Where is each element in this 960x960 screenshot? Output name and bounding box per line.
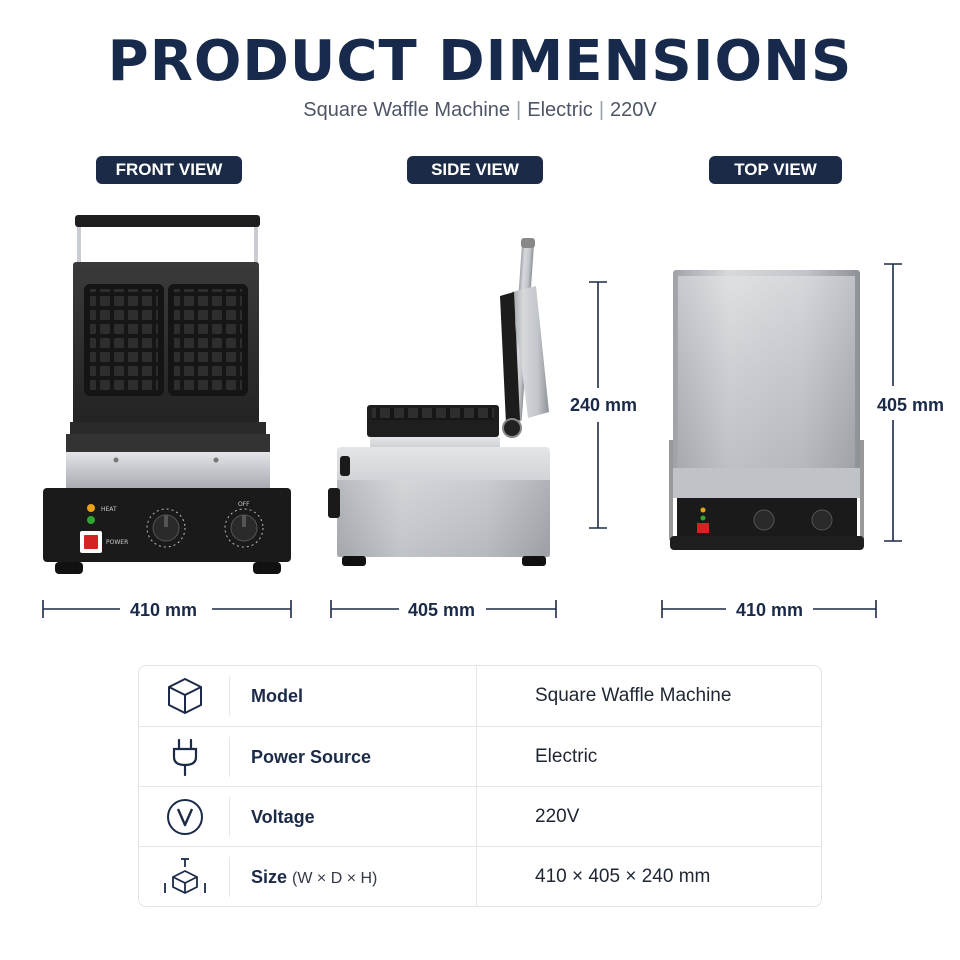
spec-label-text: Size (251, 867, 288, 887)
top-depth-label: 405 mm (877, 395, 945, 415)
spec-unit: (W × D × H) (292, 870, 378, 887)
size-box-icon (164, 858, 206, 894)
spec-row-model: Model Square Waffle Machine (139, 666, 821, 726)
spec-table: Model Square Waffle Machine Power Source… (138, 665, 822, 907)
side-depth-label: 405 mm (408, 600, 476, 620)
spec-label-text: Model (251, 686, 303, 706)
column-separator (476, 787, 477, 847)
spec-value: Electric (535, 746, 598, 767)
timer-off-label: OFF (238, 501, 250, 508)
row-divider (229, 857, 230, 897)
height-dimension-lines (589, 263, 902, 542)
row-divider (229, 737, 230, 777)
front-view-badge: FRONT VIEW (96, 156, 242, 184)
page-subtitle: Square Waffle Machine|Electric|220V (0, 96, 960, 124)
top-width-label: 410 mm (736, 600, 804, 620)
spec-value: Square Waffle Machine (535, 685, 732, 706)
spec-label: Power Source (251, 727, 371, 787)
spec-row-size: Size (W × D × H) 410 × 405 × 240 mm (139, 846, 821, 906)
heat-indicator-label: HEAT (101, 506, 117, 513)
front-view-machine: HEAT POWER OFF (43, 215, 291, 574)
row-divider (229, 676, 230, 716)
power-switch-label: POWER (106, 539, 128, 546)
product-illustrations: HEAT POWER OFF (42, 215, 902, 618)
page-title: PRODUCT DIMENSIONS (107, 29, 853, 94)
side-view-machine (328, 238, 550, 566)
spec-value: 220V (535, 806, 580, 827)
subtitle-voltage: 220V (610, 99, 657, 121)
spec-label-text: Power Source (251, 747, 372, 767)
top-view-machine (669, 270, 864, 550)
row-divider (229, 797, 230, 837)
front-width-label: 410 mm (130, 600, 198, 620)
subtitle-power: Electric (527, 99, 593, 121)
spec-label-text: Voltage (251, 807, 315, 827)
spec-row-voltage: Voltage 220V (139, 786, 821, 847)
side-view-badge: SIDE VIEW (407, 156, 543, 184)
spec-value: 410 × 405 × 240 mm (535, 866, 711, 887)
cube-icon (168, 678, 202, 714)
spec-label: Voltage (251, 787, 315, 847)
column-separator (476, 666, 477, 726)
subtitle-model: Square Waffle Machine (303, 99, 511, 121)
column-separator (476, 847, 477, 906)
top-view-badge: TOP VIEW (709, 156, 842, 184)
width-dimension-lines (42, 600, 877, 618)
column-separator (476, 727, 477, 787)
subtitle-separator: | (516, 99, 522, 121)
spec-label: Model (251, 666, 303, 726)
spec-label: Size (W × D × H) (251, 847, 378, 906)
side-height-label: 240 mm (570, 395, 638, 415)
plug-icon (172, 738, 198, 777)
voltage-icon (167, 799, 203, 835)
subtitle-separator: | (598, 99, 605, 121)
spec-row-power-source: Power Source Electric (139, 726, 821, 787)
